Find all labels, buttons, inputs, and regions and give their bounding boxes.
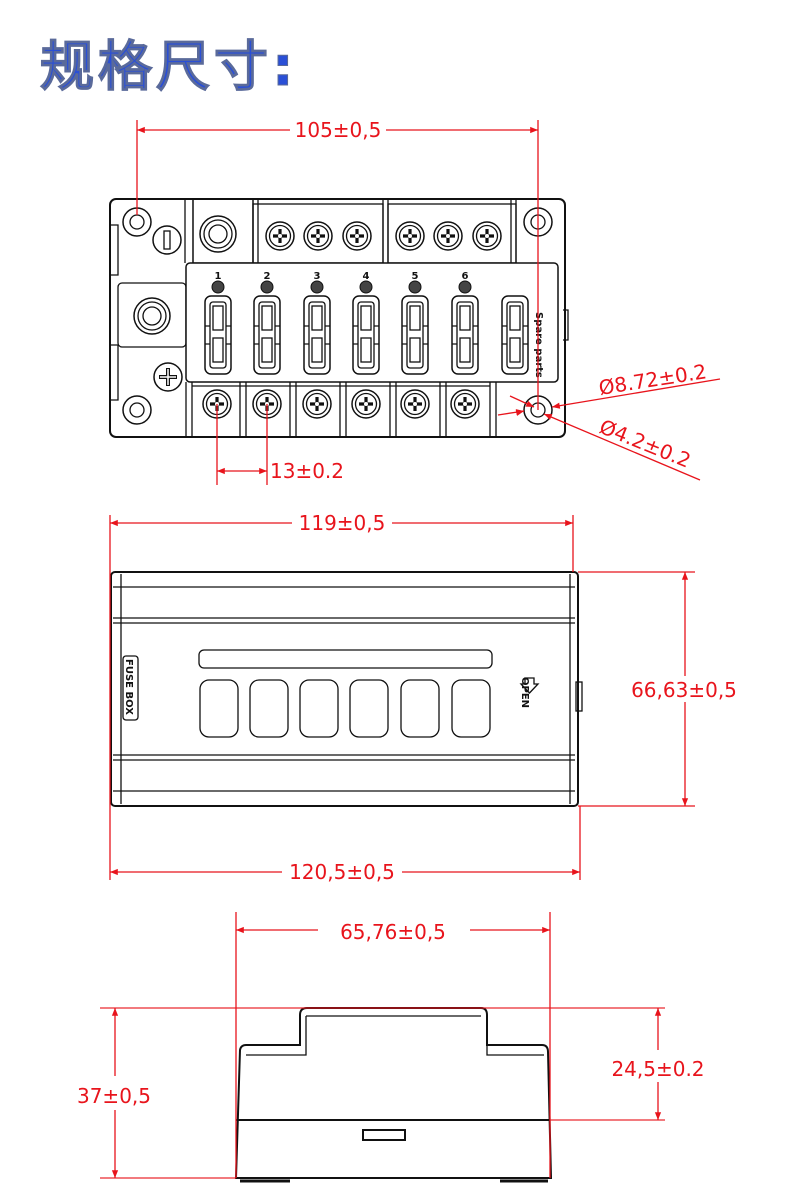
top-view: 1 2 3 4 5 6 Spare parts 105±0,5: [109, 118, 721, 485]
front-view: FUSE BOX OPEN 119±0,5 120,5±0,5 66,63±0,…: [109, 511, 750, 884]
fuse-number: 5: [412, 271, 419, 282]
top-view-outline: [109, 198, 566, 438]
open-arrow-icon: [519, 677, 540, 694]
fuse-number: 2: [264, 271, 271, 282]
dim-side-total-height: 37±0,5: [77, 1084, 151, 1108]
plus-terminal-icon: [153, 362, 183, 392]
dim-side-upper-height: 24,5±0.2: [611, 1057, 704, 1081]
fuse-numbers: 1 2 3 4 5 6: [215, 271, 469, 282]
front-view-outline: [110, 571, 579, 807]
dim-top-width: 105±0,5: [295, 118, 382, 142]
open-label: OPEN: [519, 677, 530, 708]
dim-inner-hole-diameter: Ø4.2±0.2: [596, 414, 694, 472]
dim-front-top-width: 119±0,5: [299, 511, 386, 535]
side-view-outline: [234, 1007, 553, 1179]
latch-slot: [362, 1129, 406, 1141]
page-title: 规格尺寸:: [40, 35, 298, 99]
dim-front-height: 66,63±0,5: [631, 678, 737, 702]
fuse-windows: [199, 679, 491, 738]
minus-terminal-icon: [152, 225, 182, 255]
fuse-box-label: FUSE BOX: [123, 659, 134, 715]
side-view: 65,76±0,5 37±0,5 24,5±0.2: [60, 912, 724, 1183]
fuse-number: 1: [215, 271, 222, 282]
fuse-number: 6: [462, 271, 469, 282]
spare-fuse-slot: [501, 295, 529, 375]
label-window: [198, 649, 493, 669]
dim-fuse-pitch: 13±0.2: [270, 459, 344, 483]
indicator-leds: [211, 280, 472, 294]
mount-hole-icon: [122, 395, 152, 425]
fuse-number: 3: [314, 271, 321, 282]
nut-icon: [199, 215, 237, 253]
bottom-screws: [201, 388, 481, 420]
dim-side-width: 65,76±0,5: [340, 920, 446, 944]
dim-outer-hole-diameter: Ø8.72±0.2: [597, 359, 708, 400]
fuse-number: 4: [363, 271, 370, 282]
dim-front-bottom-width: 120,5±0,5: [289, 860, 395, 884]
